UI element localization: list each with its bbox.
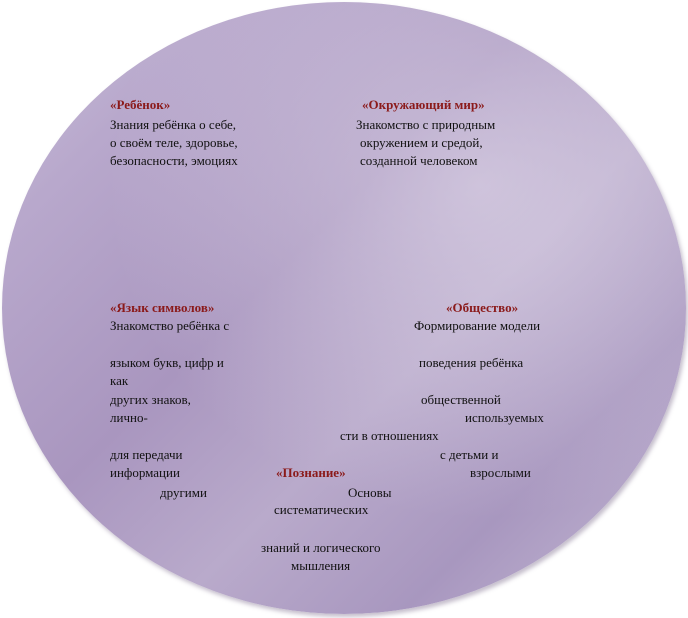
- symbols-text-line: языком букв, цифр и: [110, 355, 224, 370]
- society-text-line: с детьми и: [440, 447, 499, 462]
- world-heading: «Окружающий мир»: [362, 97, 485, 112]
- society-heading: «Общество»: [446, 300, 519, 315]
- symbols-heading: «Язык символов»: [110, 300, 215, 315]
- society-text-line: поведения ребёнка: [419, 355, 524, 370]
- symbols-text-line: для передачи: [110, 447, 183, 462]
- society-text-line: сти в отношениях: [340, 428, 439, 443]
- symbols-text-line: лично-: [110, 410, 148, 425]
- world-text-line: окружением и средой,: [360, 135, 483, 150]
- symbols-text-line: информации: [110, 465, 180, 480]
- child-text-line: о своём теле, здоровье,: [110, 135, 238, 150]
- symbols-text-line: другими: [160, 485, 207, 500]
- knowledge-text-line: Основы: [348, 485, 392, 500]
- society-text-line: Формирование модели: [414, 318, 541, 333]
- world-text-line: созданной человеком: [360, 153, 478, 168]
- knowledge-text-line: знаний и логического: [261, 540, 381, 555]
- society-text-line: взрослыми: [470, 465, 531, 480]
- symbols-text-line: как: [110, 373, 129, 388]
- symbols-text-line: Знакомство ребёнка с: [110, 318, 230, 333]
- society-text-line: общественной: [421, 392, 501, 407]
- child-text-line: безопасности, эмоциях: [110, 153, 238, 168]
- world-text-line: Знакомство с природным: [356, 117, 496, 132]
- child-text-line: Знания ребёнка о себе,: [110, 117, 237, 132]
- child-heading: «Ребёнок»: [110, 97, 171, 112]
- society-text-line: используемых: [465, 410, 544, 425]
- knowledge-text-line: систематических: [274, 502, 369, 517]
- knowledge-text-line: мышления: [291, 558, 351, 573]
- symbols-text-line: других знаков,: [110, 392, 191, 407]
- knowledge-heading: «Познание»: [276, 465, 346, 480]
